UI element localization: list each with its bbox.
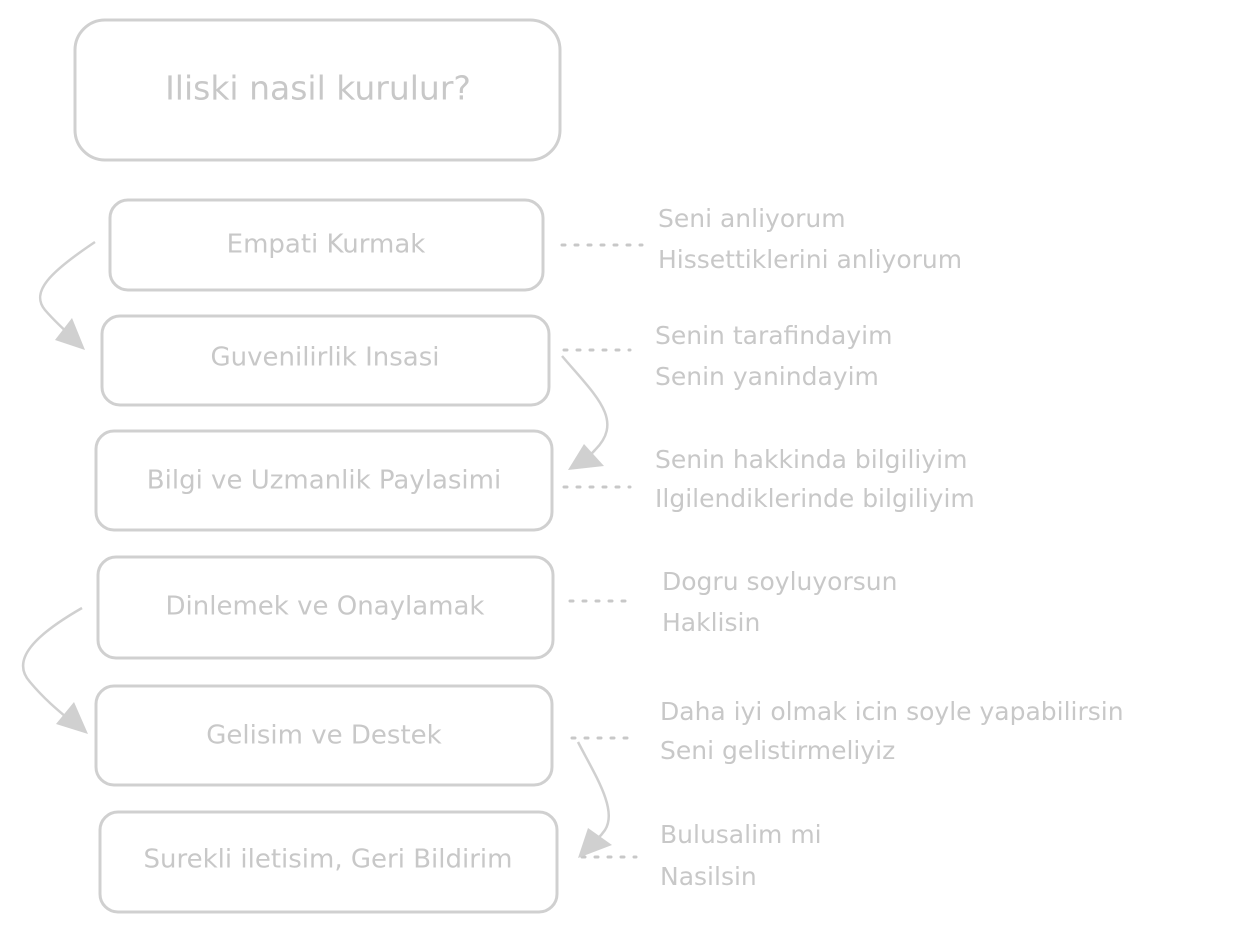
note-group-3: Senin hakkinda bilgiliyim Ilgilendikleri… xyxy=(655,445,975,513)
note-text: Senin yanindayim xyxy=(655,362,879,391)
step-label: Dinlemek ve Onaylamak xyxy=(166,592,485,622)
title-box xyxy=(73,18,562,162)
flow-arrow xyxy=(21,606,88,734)
flow-arrow xyxy=(561,355,609,470)
note-text: Daha iyi olmak icin soyle yapabilirsin xyxy=(660,697,1124,726)
title-node[interactable]: Iliski nasil kurulur? xyxy=(73,18,562,162)
note-group-2: Senin tarafindayim Senin yanindayim xyxy=(655,321,892,391)
flow-arrow xyxy=(38,240,96,350)
step-label: Guvenilirlik Insasi xyxy=(210,343,439,373)
step-node-5[interactable]: Gelisim ve Destek xyxy=(94,684,554,787)
step-label: Surekli iletisim, Geri Bildirim xyxy=(144,845,513,875)
step-node-1[interactable]: Empati Kurmak xyxy=(108,198,545,292)
note-text: Haklisin xyxy=(662,608,760,637)
step-node-3[interactable]: Bilgi ve Uzmanlik Paylasimi xyxy=(94,429,554,532)
step-box xyxy=(100,314,551,407)
step-node-4[interactable]: Dinlemek ve Onaylamak xyxy=(96,555,555,660)
step-box xyxy=(94,429,554,532)
step-box xyxy=(108,198,545,292)
note-group-4: Dogru soyluyorsun Haklisin xyxy=(662,567,897,637)
title-text: Iliski nasil kurulur? xyxy=(165,69,471,108)
note-group-6: Bulusalim mi Nasilsin xyxy=(660,820,822,891)
arrowhead xyxy=(568,444,604,470)
arrowhead xyxy=(56,702,88,734)
note-text: Senin tarafindayim xyxy=(655,321,892,350)
note-text: Ilgilendiklerinde bilgiliyim xyxy=(655,484,975,513)
step-label: Bilgi ve Uzmanlik Paylasimi xyxy=(147,466,501,496)
step-box xyxy=(98,810,559,914)
arrowhead xyxy=(55,318,85,350)
note-group-1: Seni anliyorum Hissettiklerini anliyorum xyxy=(658,204,962,274)
step-box xyxy=(94,684,554,787)
step-node-2[interactable]: Guvenilirlik Insasi xyxy=(100,314,551,407)
flow-arrow xyxy=(576,741,612,858)
note-text: Dogru soyluyorsun xyxy=(662,567,897,596)
note-text: Seni anliyorum xyxy=(658,204,846,233)
note-text: Bulusalim mi xyxy=(660,820,822,849)
arrow-path xyxy=(21,606,83,723)
note-text: Hissettiklerini anliyorum xyxy=(658,245,962,274)
note-group-5: Daha iyi olmak icin soyle yapabilirsin S… xyxy=(660,697,1124,765)
note-text: Seni gelistirmeliyiz xyxy=(660,736,895,765)
step-label: Empati Kurmak xyxy=(227,230,426,260)
step-label: Gelisim ve Destek xyxy=(206,721,441,751)
note-text: Nasilsin xyxy=(660,862,757,891)
note-text: Senin hakkinda bilgiliyim xyxy=(655,445,967,474)
step-node-6[interactable]: Surekli iletisim, Geri Bildirim xyxy=(98,810,559,914)
step-box xyxy=(96,555,555,660)
arrowhead xyxy=(578,828,612,858)
